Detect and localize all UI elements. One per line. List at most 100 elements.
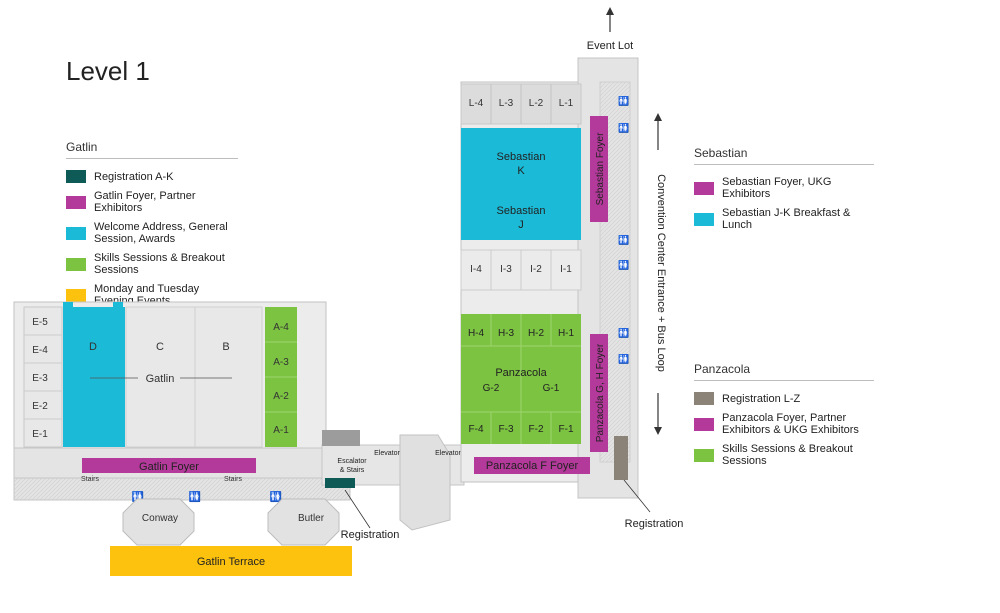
sebastian-legend-heading: Sebastian	[694, 146, 748, 160]
room-h-1: H-1	[558, 328, 575, 339]
restroom-icon: 🚻	[618, 327, 629, 338]
panzacola-legend: Panzacola Registration L-Z Panzacola Foye…	[694, 362, 874, 474]
restroom-icon: 🚻	[618, 122, 629, 133]
room-e-5: E-5	[32, 317, 48, 328]
up-arrow-icon	[654, 113, 662, 121]
registration-l-z-desk[interactable]	[614, 436, 628, 480]
gatlin-foyer-label: Gatlin Foyer	[139, 461, 199, 473]
elevator-right-label: Elevator	[435, 450, 461, 457]
room-l-3: L-3	[499, 98, 514, 109]
restroom-icon: 🚻	[618, 95, 629, 106]
sebastian-j-label-line2: J	[518, 219, 524, 231]
sebastian-k-label-line2: K	[517, 165, 525, 177]
room-h-4: H-4	[468, 328, 485, 339]
sebastian-k-label-line1: Sebastian	[497, 151, 546, 163]
gatlin-legend-item: Welcome Address, General Session, Awards	[66, 221, 238, 245]
legend-swatch	[66, 195, 86, 209]
legend-label: Sebastian J-K Breakfast & Lunch	[722, 207, 851, 231]
room-f-4: F-4	[469, 424, 484, 435]
down-arrow-icon	[654, 427, 662, 435]
gatlin-hall-room-d[interactable]	[63, 307, 125, 447]
room-l-4: L-4	[469, 98, 484, 109]
legend-divider	[66, 158, 238, 159]
stairs-right-label: Stairs	[224, 476, 242, 483]
gatlin-door-marker	[113, 302, 123, 307]
gatlin-legend-item: Gatlin Foyer, Partner Exhibitors	[66, 190, 238, 214]
registration-right-leader	[623, 479, 651, 513]
legend-label: Gatlin Foyer, Partner Exhibitors	[94, 190, 196, 214]
restroom-icon: 🚻	[618, 259, 629, 270]
panzacola-f-foyer[interactable]	[474, 457, 590, 474]
room-f-1: F-1	[559, 424, 574, 435]
registration-a-k-desk[interactable]	[325, 478, 355, 488]
gatlin-e-rooms-block	[23, 306, 63, 448]
room-b: B	[222, 341, 229, 353]
stairs-left-label: Stairs	[81, 476, 99, 483]
sebastian-foyer[interactable]	[590, 116, 608, 222]
registration-right-label: Registration	[625, 518, 684, 530]
restroom-icon: 🚻	[270, 490, 282, 503]
panzacola-gh-foyer-label: Panzacola G, H Foyer	[595, 343, 606, 442]
sebastian-jk[interactable]	[461, 128, 581, 240]
connector-lobby	[399, 434, 451, 531]
gatlin-door-marker	[63, 302, 73, 307]
conway-label: Conway	[142, 513, 178, 524]
gatlin-hall-label: Gatlin	[146, 373, 175, 385]
room-f-3: F-3	[499, 424, 514, 435]
gatlin-terrace[interactable]	[110, 546, 352, 576]
legend-label: Registration L-Z	[722, 392, 801, 405]
sebastian-legend: Sebastian Sebastian Foyer, UKG Exhibitor…	[694, 146, 874, 238]
registration-bottom-leader	[344, 489, 371, 529]
sebastian-j-label-line1: Sebastian	[497, 205, 546, 217]
legend-label: Registration A-K	[94, 170, 174, 183]
elevator-left-label: Elevator	[374, 450, 400, 457]
gatlin-e-room-dividers	[24, 334, 62, 420]
legend-swatch	[66, 257, 86, 271]
panzacola-f-foyer-label: Panzacola F Foyer	[486, 460, 579, 472]
legend-label: Panzacola Foyer, Partner Exhibitors & UK…	[722, 412, 859, 436]
conway-room[interactable]	[122, 498, 195, 546]
room-g-1: G-1	[543, 383, 560, 394]
panzacola-legend-item: Panzacola Foyer, Partner Exhibitors & UK…	[694, 412, 874, 436]
room-e-4: E-4	[32, 345, 48, 356]
gatlin-legend-heading: Gatlin	[66, 140, 98, 154]
l-room-dividers	[490, 84, 552, 124]
panzacola-label: Panzacola	[495, 367, 547, 379]
room-i-2: I-2	[530, 264, 542, 275]
room-l-1: L-1	[559, 98, 574, 109]
legend-swatch	[66, 170, 86, 183]
panzacola-legend-item: Skills Sessions & Breakout Sessions	[694, 443, 874, 467]
legend-swatch	[694, 448, 714, 462]
panzacola-legend-item: Registration L-Z	[694, 392, 874, 405]
legend-label: Skills Sessions & Breakout Sessions	[94, 252, 225, 276]
legend-label: Sebastian Foyer, UKG Exhibitors	[722, 176, 832, 200]
room-h-2: H-2	[528, 328, 545, 339]
connector-block	[322, 430, 360, 446]
room-i-1: I-1	[560, 264, 572, 275]
room-h-3: H-3	[498, 328, 515, 339]
legend-swatch	[66, 226, 86, 240]
room-f-2: F-2	[529, 424, 544, 435]
panzacola-gh-foyer[interactable]	[590, 334, 608, 452]
level-title: Level 1	[66, 56, 150, 86]
panzacola-legend-heading: Panzacola	[694, 362, 751, 376]
room-g-2: G-2	[483, 383, 500, 394]
legend-swatch	[694, 417, 714, 431]
gatlin-label-bg	[138, 371, 180, 385]
room-l-2: L-2	[529, 98, 544, 109]
panzacola-room-dividers	[461, 314, 581, 444]
i-room-dividers	[490, 250, 552, 290]
gatlin-foyer[interactable]	[82, 458, 256, 473]
legend-label: Skills Sessions & Breakout Sessions	[722, 443, 853, 467]
room-i-4: I-4	[470, 264, 482, 275]
convention-entrance-label: Convention Center Entrance + Bus Loop	[655, 174, 667, 372]
room-a-4: A-4	[273, 322, 289, 333]
butler-room[interactable]	[267, 498, 340, 546]
room-e-1: E-1	[32, 429, 48, 440]
sebastian-legend-item: Sebastian J-K Breakfast & Lunch	[694, 207, 874, 231]
restroom-icon: 🚻	[618, 234, 629, 245]
gatlin-legend-item: Registration A-K	[66, 170, 238, 183]
room-a-1: A-1	[273, 425, 289, 436]
gatlin-legend: Gatlin Registration A-K Gatlin Foyer, Par…	[66, 140, 238, 314]
